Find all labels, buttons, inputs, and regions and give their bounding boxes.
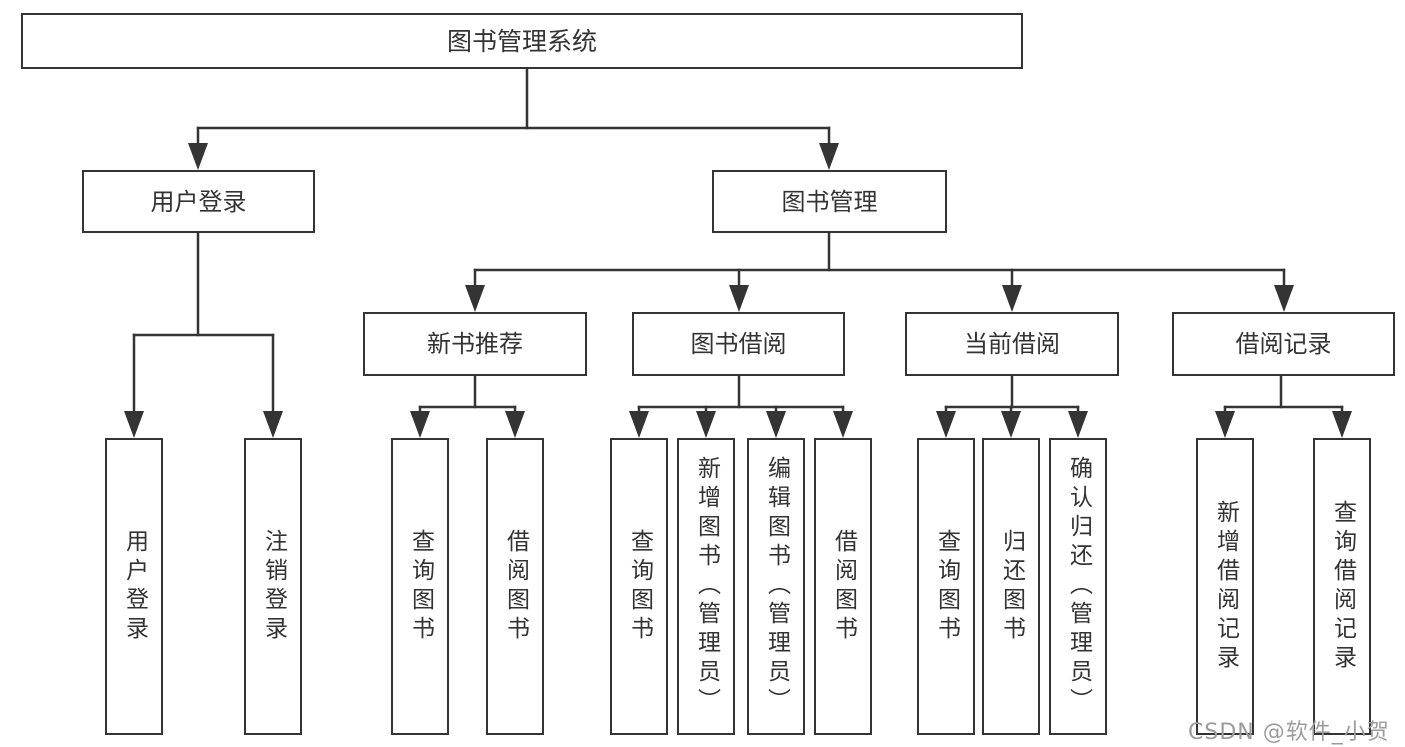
csdn-watermark: CSDN @软件_小贺同学 <box>1188 720 1390 745</box>
leaf-query-borrow-record: 查询借阅记录 <box>1313 438 1371 735</box>
leaf-borrow-books: 借阅图书 <box>814 438 872 735</box>
leaf-query-books-current: 查询图书 <box>917 438 975 735</box>
leaf-borrow-books-recommend: 借阅图书 <box>486 438 544 735</box>
node-book-management: 图书管理 <box>712 170 947 233</box>
leaf-query-books-recommend: 查询图书 <box>391 438 449 735</box>
leaf-confirm-return-admin: 确认归还（管理员） <box>1049 438 1107 735</box>
leaf-user-login: 用户登录 <box>105 438 163 735</box>
node-current-borrowing: 当前借阅 <box>905 312 1119 376</box>
node-user-login: 用户登录 <box>82 170 315 233</box>
leaf-add-borrow-record: 新增借阅记录 <box>1196 438 1254 735</box>
leaf-query-books-borrowing: 查询图书 <box>610 438 668 735</box>
leaf-return-books: 归还图书 <box>982 438 1040 735</box>
node-book-borrowing: 图书借阅 <box>632 312 845 376</box>
leaf-logout: 注销登录 <box>244 438 302 735</box>
node-library-management-system: 图书管理系统 <box>21 13 1023 69</box>
node-new-book-recommendation: 新书推荐 <box>363 312 587 376</box>
leaf-add-books-admin: 新增图书（管理员） <box>677 438 735 735</box>
node-borrowing-records: 借阅记录 <box>1172 312 1395 376</box>
leaf-edit-books-admin: 编辑图书（管理员） <box>747 438 805 735</box>
